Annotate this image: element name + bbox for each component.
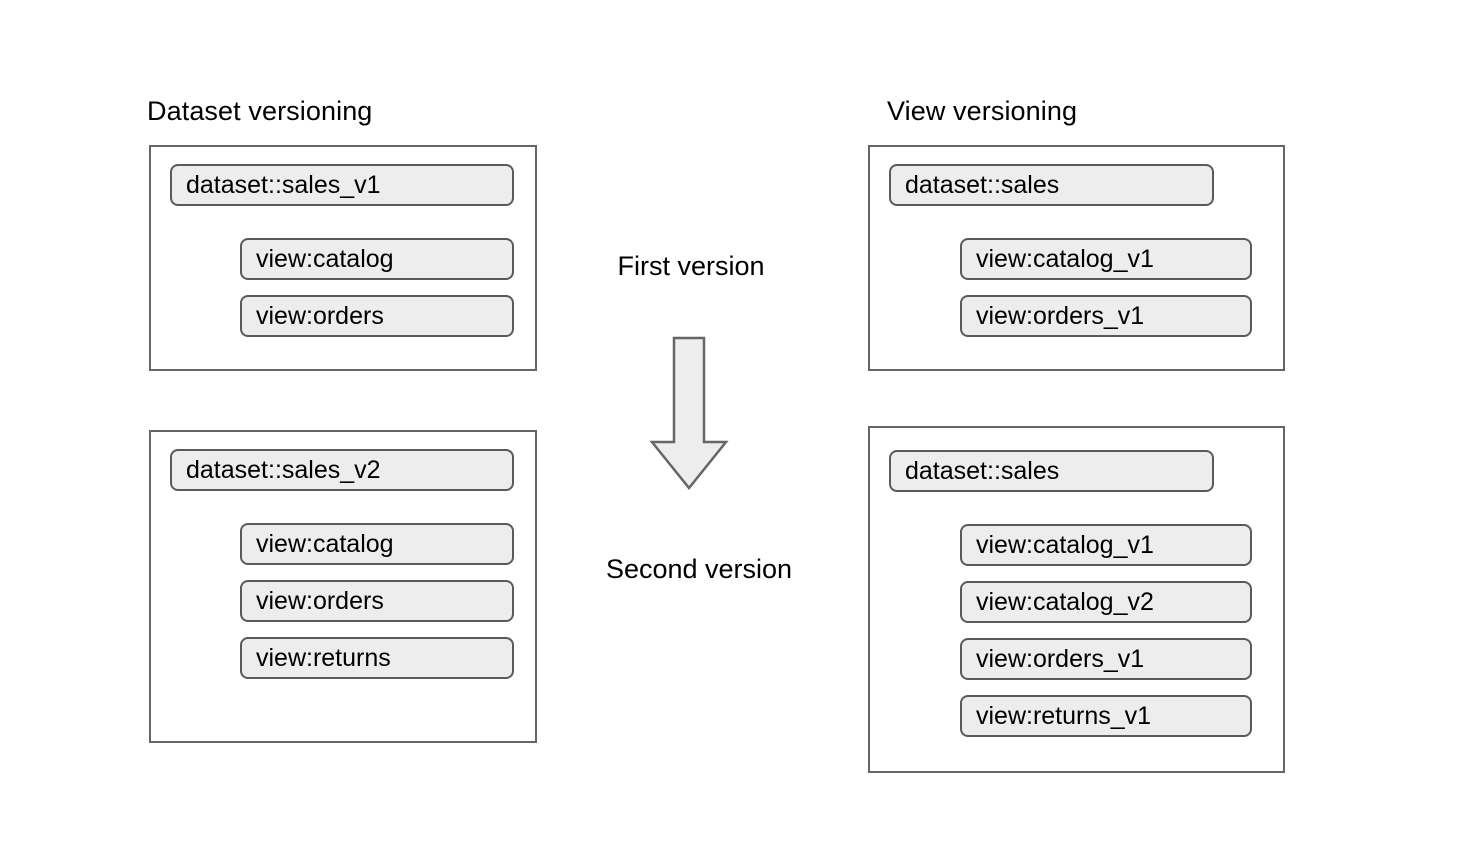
view-pill-orders[interactable]: view:orders bbox=[240, 580, 514, 622]
view-pill-label: view:orders_v1 bbox=[976, 302, 1145, 330]
group-box-view-versioning-first-version: dataset::sales view:catalog_v1 view:orde… bbox=[868, 145, 1285, 371]
view-pill-returns-v1[interactable]: view:returns_v1 bbox=[960, 695, 1252, 737]
down-arrow-icon bbox=[649, 336, 729, 491]
view-pill-returns[interactable]: view:returns bbox=[240, 637, 514, 679]
dataset-pill-label: dataset::sales_v2 bbox=[186, 456, 381, 484]
view-pill-catalog-v2[interactable]: view:catalog_v2 bbox=[960, 581, 1252, 623]
view-pill-label: view:returns_v1 bbox=[976, 702, 1152, 730]
view-pill-catalog[interactable]: view:catalog bbox=[240, 238, 514, 280]
group-box-dataset-versioning-second-version: dataset::sales_v2 view:catalog view:orde… bbox=[149, 430, 537, 743]
dataset-pill-label: dataset::sales bbox=[905, 171, 1060, 199]
view-pill-label: view:orders bbox=[256, 302, 384, 330]
dataset-pill-sales[interactable]: dataset::sales bbox=[889, 450, 1214, 492]
view-pill-label: view:catalog_v1 bbox=[976, 531, 1154, 559]
center-label-first-version: First version bbox=[617, 251, 765, 281]
dataset-pill-sales-v1[interactable]: dataset::sales_v1 bbox=[170, 164, 514, 206]
view-pill-catalog-v1[interactable]: view:catalog_v1 bbox=[960, 524, 1252, 566]
dataset-pill-label: dataset::sales_v1 bbox=[186, 171, 381, 199]
view-pill-catalog[interactable]: view:catalog bbox=[240, 523, 514, 565]
view-pill-label: view:orders_v1 bbox=[976, 645, 1145, 673]
view-pill-orders[interactable]: view:orders bbox=[240, 295, 514, 337]
group-box-dataset-versioning-first-version: dataset::sales_v1 view:catalog view:orde… bbox=[149, 145, 537, 371]
view-pill-catalog-v1[interactable]: view:catalog_v1 bbox=[960, 238, 1252, 280]
group-box-view-versioning-second-version: dataset::sales view:catalog_v1 view:cata… bbox=[868, 426, 1285, 773]
view-pill-label: view:catalog bbox=[256, 530, 394, 558]
dataset-pill-sales-v2[interactable]: dataset::sales_v2 bbox=[170, 449, 514, 491]
view-pill-label: view:catalog_v1 bbox=[976, 245, 1154, 273]
center-label-second-version: Second version bbox=[605, 554, 793, 584]
column-title-dataset-versioning: Dataset versioning bbox=[147, 96, 373, 126]
view-pill-label: view:orders bbox=[256, 587, 384, 615]
view-pill-label: view:catalog bbox=[256, 245, 394, 273]
dataset-pill-sales[interactable]: dataset::sales bbox=[889, 164, 1214, 206]
column-title-view-versioning: View versioning bbox=[887, 96, 1078, 126]
view-pill-orders-v1[interactable]: view:orders_v1 bbox=[960, 638, 1252, 680]
dataset-pill-label: dataset::sales bbox=[905, 457, 1060, 485]
view-pill-orders-v1[interactable]: view:orders_v1 bbox=[960, 295, 1252, 337]
view-pill-label: view:returns bbox=[256, 644, 391, 672]
view-pill-label: view:catalog_v2 bbox=[976, 588, 1154, 616]
